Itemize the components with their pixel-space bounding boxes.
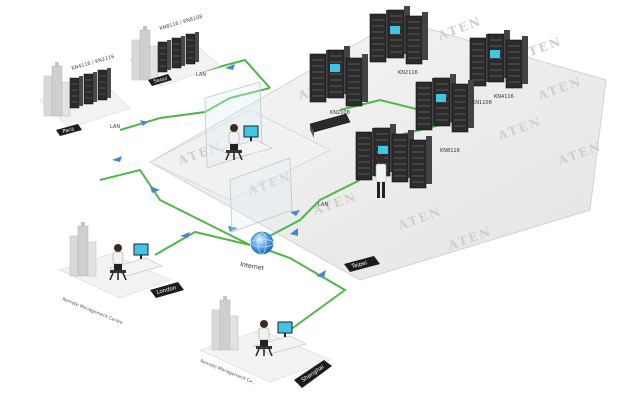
traffic-arrows — [112, 64, 326, 278]
london-site: Remote Management Centre London — [59, 221, 184, 326]
site-tag-paris: Paris — [56, 124, 82, 136]
globe-icon — [250, 231, 274, 255]
site-caption-london: Remote Management Centre — [61, 296, 124, 326]
link-london-internet — [154, 230, 251, 256]
link-shanghai-internet — [261, 247, 347, 331]
arrow-icon — [228, 226, 238, 232]
model-label-rack: KN2116 — [398, 70, 418, 76]
local-operator-room — [204, 81, 293, 233]
model-label-rack: KN1108 — [472, 100, 492, 106]
model-label-rack: KN8116 — [440, 148, 460, 154]
arrow-icon — [150, 186, 160, 193]
model-label-rack: KN2108 — [330, 110, 350, 116]
kvm-screen-icon — [330, 64, 340, 72]
kvm-screen-icon — [390, 26, 400, 34]
rack-group-5: KN8116 — [355, 123, 460, 189]
kvm-screen-icon — [436, 94, 446, 102]
internet-label: Internet — [240, 261, 265, 272]
internet-cloud: Internet — [240, 231, 274, 272]
model-label-seoul: KN8116 / KN8108 — [159, 14, 203, 32]
shanghai-site: Remote Management Ce... Shanghai — [199, 295, 332, 388]
rack-group-2: KN2116 — [369, 5, 429, 76]
arrow-icon — [180, 232, 190, 238]
rack-group-4: KN1108 — [415, 73, 492, 133]
server-racks: KN2108 KN2116 KN4116 KN1108 KN8116 — [309, 5, 529, 198]
kvm-switch-unit — [309, 113, 351, 138]
site-tag-seoul: Seoul — [148, 74, 172, 86]
site-tag-label: Taipei — [350, 260, 368, 270]
kvm-screen-icon — [490, 50, 500, 58]
kvm-screen-icon — [378, 146, 388, 154]
technician — [375, 156, 387, 198]
rack-group-3: KN4116 — [469, 29, 529, 100]
site-tag-label: Paris — [62, 126, 75, 135]
lan-label-taipei: LAN — [318, 202, 328, 208]
arrow-icon — [316, 270, 326, 278]
model-label-rack: KN4116 — [494, 94, 514, 100]
link-office-internet — [99, 168, 251, 246]
link-internet-taipei — [261, 179, 361, 241]
site-tag-label: Seoul — [153, 76, 168, 85]
lan-label-paris: LAN — [110, 124, 120, 130]
site-tag-taipei: Taipei — [344, 256, 380, 272]
arrow-icon — [140, 120, 148, 126]
rack-group-1: KN2108 — [309, 45, 369, 116]
site-tag-label: London — [156, 285, 178, 296]
link-seoul-lan — [199, 58, 271, 89]
arrow-icon — [225, 64, 235, 70]
arrow-icon — [290, 210, 300, 216]
arrow-icon — [290, 228, 298, 236]
lan-label-seoul: LAN — [196, 72, 206, 78]
paris-site: KN4116 / KN2116 LAN Paris — [39, 54, 131, 136]
arrow-icon — [112, 156, 122, 162]
seoul-site: KN8116 / KN8108 LAN Seoul — [129, 14, 221, 87]
site-tag-london: London — [150, 282, 184, 298]
